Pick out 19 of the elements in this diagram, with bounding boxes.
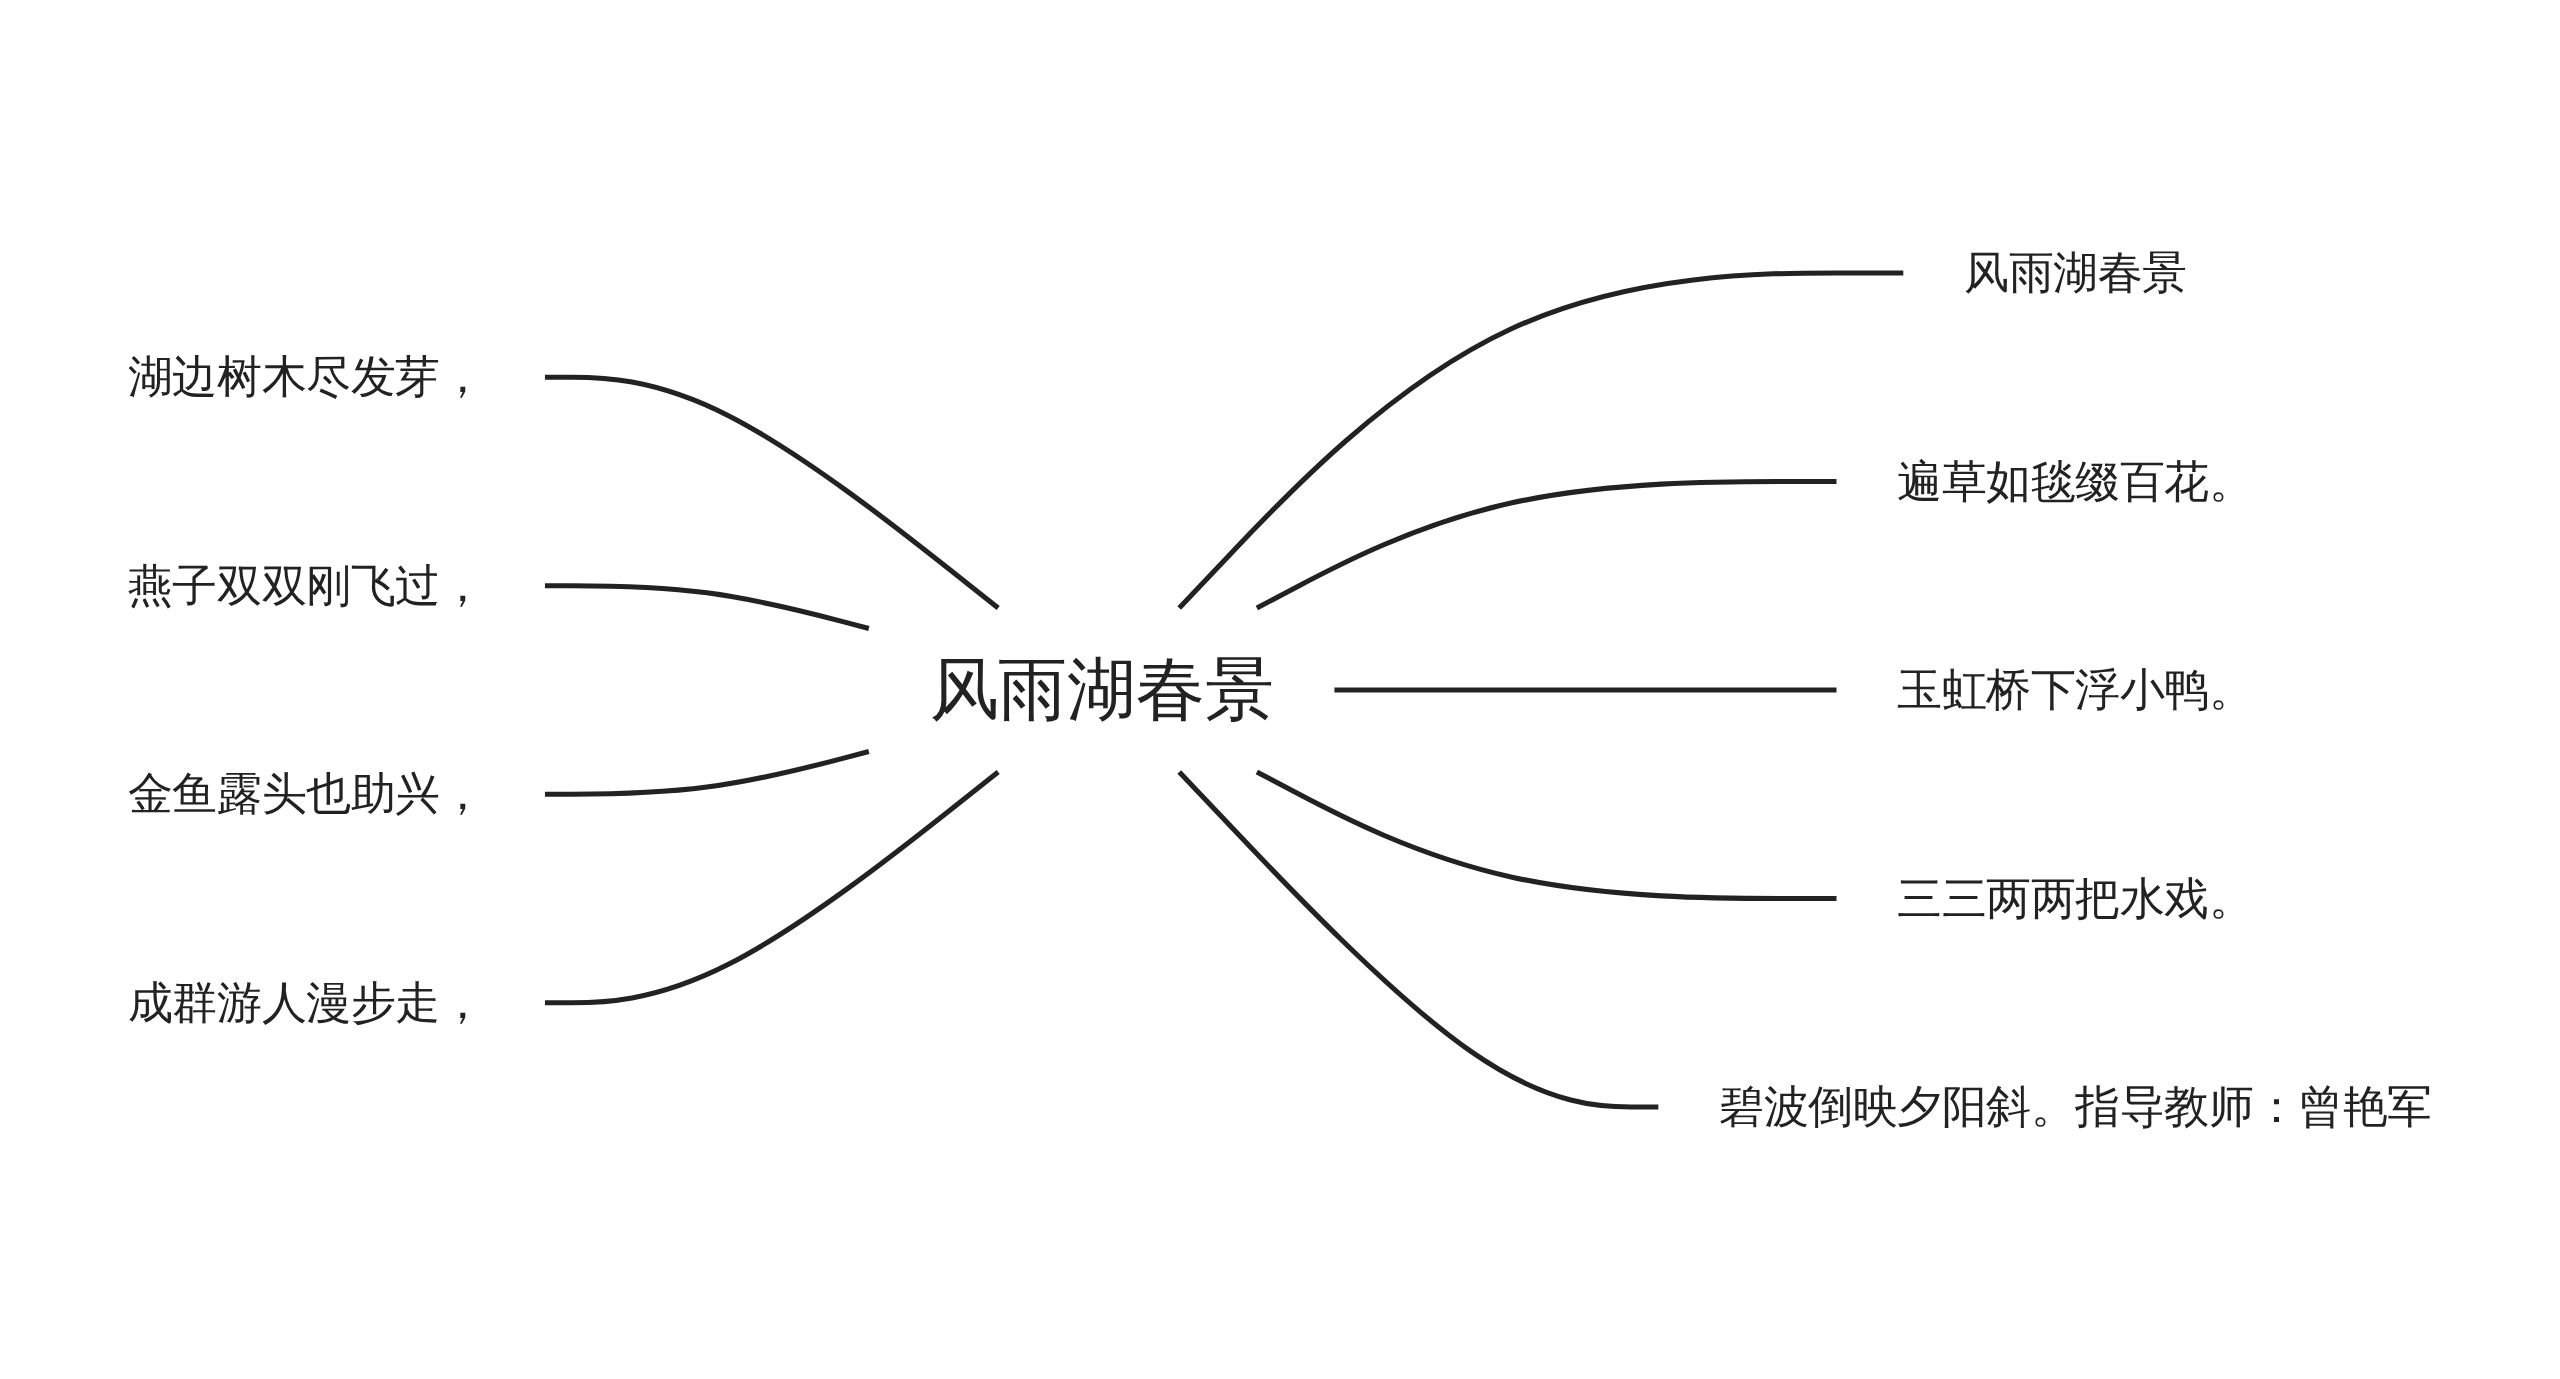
connector <box>1177 269 1904 610</box>
node-text: 湖边树木尽发芽， <box>128 351 485 403</box>
node-text: 风雨湖春景 <box>929 648 1274 729</box>
node-text: 三三两两把水戏。 <box>1897 872 2254 924</box>
node-text: 玉虹桥下浮小鸭。 <box>1897 664 2254 715</box>
connector <box>545 374 1000 610</box>
node-text: 金鱼露头也助兴， <box>128 768 485 820</box>
connector <box>545 748 870 797</box>
connector <box>1255 769 1837 901</box>
node-text: 遍草如毯缀百花。 <box>1897 455 2254 507</box>
node-text: 碧波倒映夕阳斜。指导教师：曾艳军 <box>1719 1081 2432 1132</box>
node-text: 燕子双双刚飞过， <box>128 559 485 611</box>
node-text: 风雨湖春景 <box>1964 247 2187 298</box>
connector <box>545 769 1000 1005</box>
connector <box>1177 769 1659 1110</box>
connector <box>1255 478 1837 610</box>
connector <box>1334 686 1837 693</box>
connector <box>545 582 870 631</box>
node-text: 成群游人漫步走， <box>128 976 485 1028</box>
